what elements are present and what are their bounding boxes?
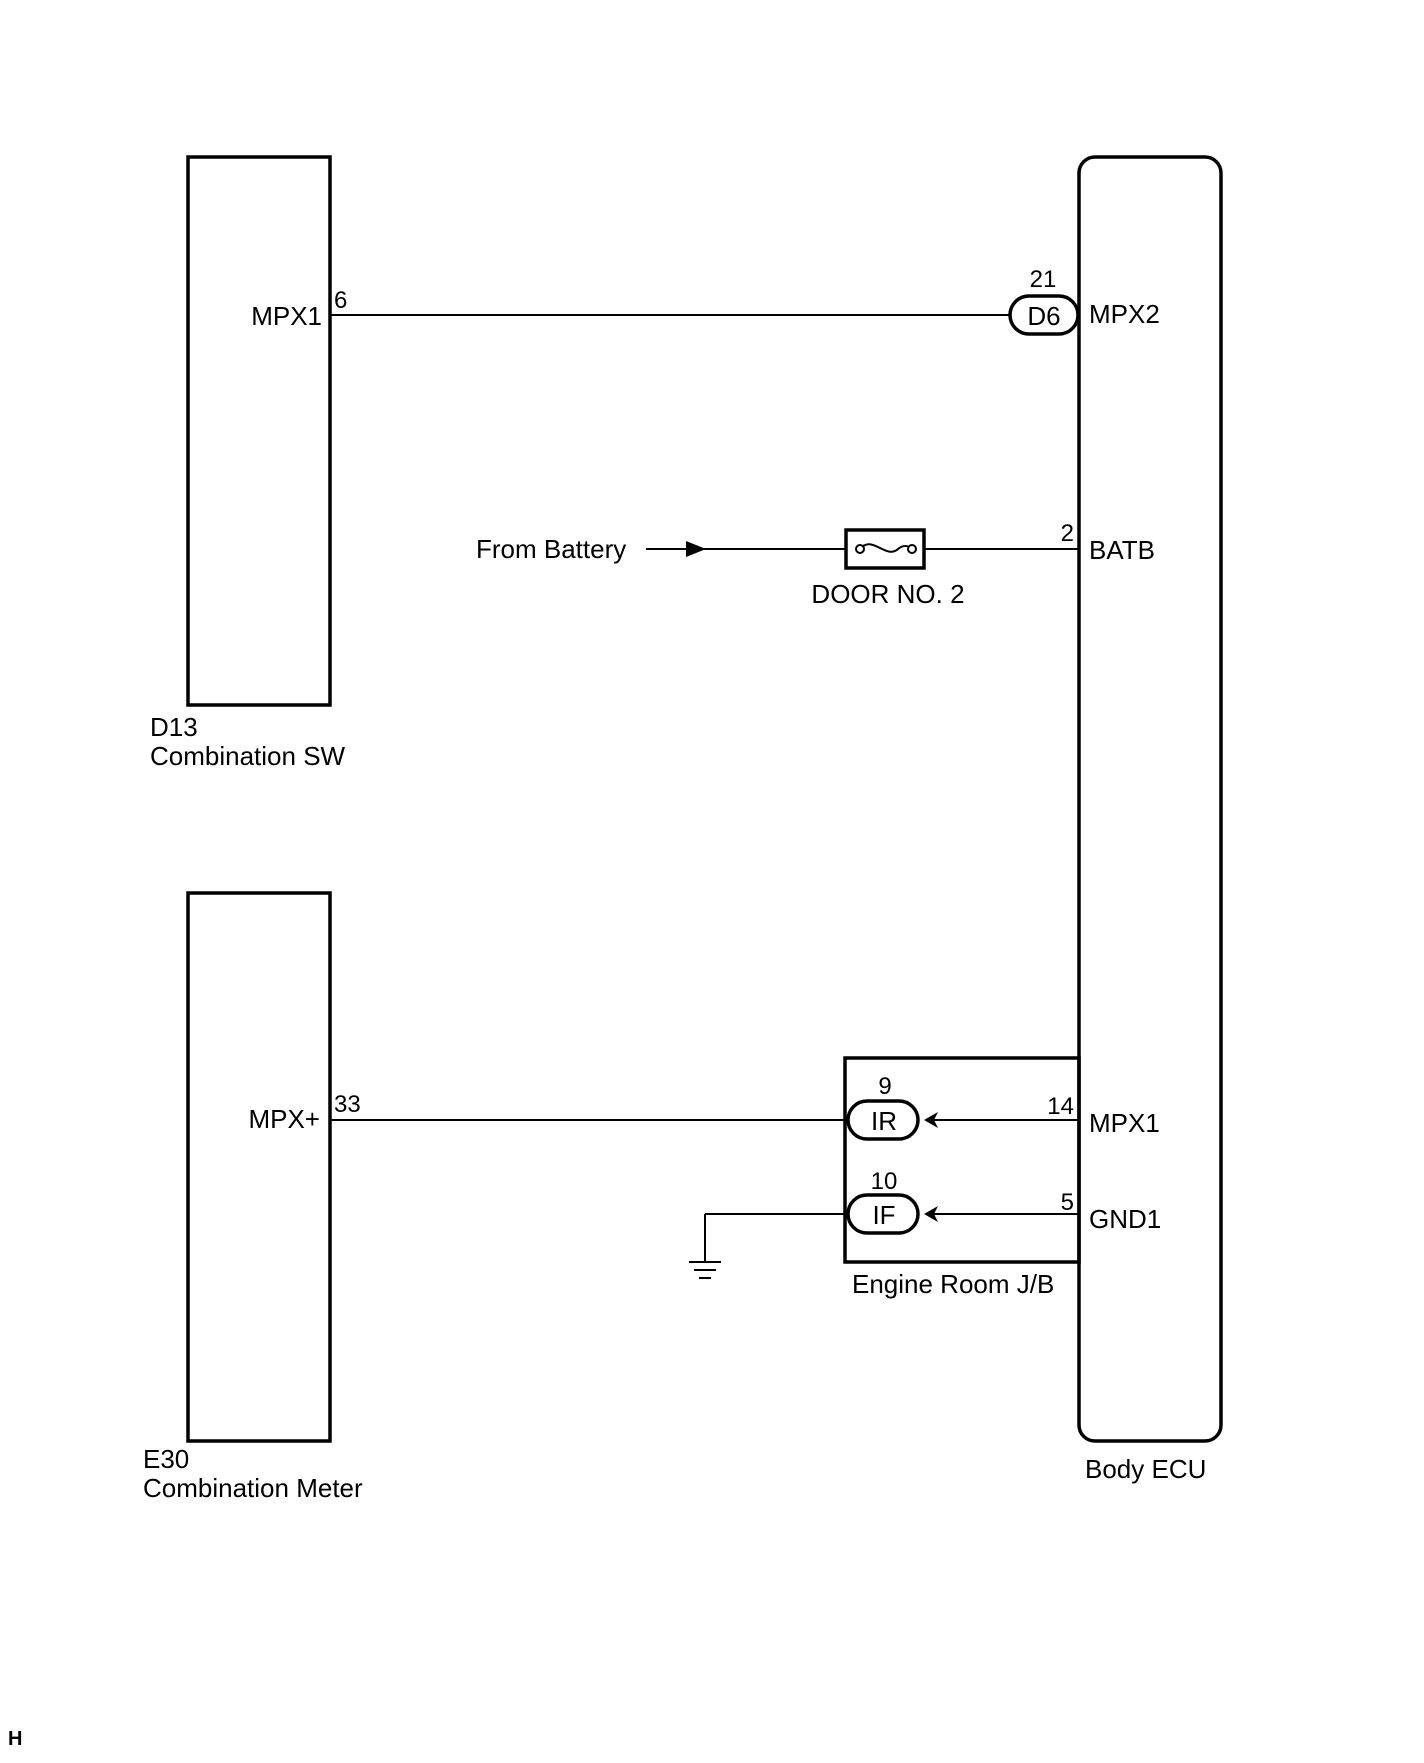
combination-sw-code: D13 xyxy=(150,712,198,742)
fuse-terminal-right-icon xyxy=(907,544,917,554)
combination-meter-block xyxy=(186,891,332,1443)
body-ecu-terminal-mpx1: MPX1 xyxy=(1089,1108,1160,1138)
body-ecu-pin-5: 5 xyxy=(1061,1189,1074,1216)
body-ecu-terminal-gnd1: GND1 xyxy=(1089,1204,1161,1234)
battery-arrow-icon xyxy=(686,541,706,557)
connector-d6 xyxy=(1008,294,1080,336)
body-ecu-name: Body ECU xyxy=(1085,1454,1206,1484)
connector-ir xyxy=(846,1099,920,1141)
combination-sw-name: Combination SW xyxy=(150,741,346,771)
from-battery-label: From Battery xyxy=(476,534,626,564)
connector-ir-pin: 9 xyxy=(878,1073,891,1100)
combination-meter-terminal: MPX+ xyxy=(248,1104,320,1134)
combination-meter-name: Combination Meter xyxy=(143,1473,363,1503)
connector-if-code: IF xyxy=(872,1200,895,1230)
connector-if xyxy=(846,1193,920,1235)
combination-sw-block xyxy=(186,155,332,707)
combination-meter-pin: 33 xyxy=(334,1091,361,1118)
connector-d6-pin: 21 xyxy=(1030,266,1057,293)
engine-room-jb-name: Engine Room J/B xyxy=(852,1269,1054,1299)
combination-sw-terminal: MPX1 xyxy=(251,301,322,331)
fuse-element-icon xyxy=(859,543,913,553)
connector-d6-code: D6 xyxy=(1027,301,1060,331)
fuse-label: DOOR NO. 2 xyxy=(811,579,964,609)
fuse-terminal-left-icon xyxy=(855,544,865,554)
body-ecu-pin-14: 14 xyxy=(1047,1093,1074,1120)
connector-ir-pin-icon xyxy=(924,1112,938,1128)
body-ecu-terminal-batb: BATB xyxy=(1089,535,1155,565)
body-ecu-block xyxy=(1077,155,1223,1443)
corner-mark: H xyxy=(8,1728,22,1750)
engine-room-jb-block xyxy=(843,1056,1081,1264)
connector-if-pin: 10 xyxy=(871,1168,898,1195)
body-ecu-pin-2: 2 xyxy=(1061,520,1074,547)
connector-if-pin-icon xyxy=(924,1206,938,1222)
combination-meter-code: E30 xyxy=(143,1444,189,1474)
body-ecu-terminal-mpx2: MPX2 xyxy=(1089,299,1160,329)
combination-sw-pin: 6 xyxy=(334,287,347,314)
connector-ir-code: IR xyxy=(871,1106,897,1136)
